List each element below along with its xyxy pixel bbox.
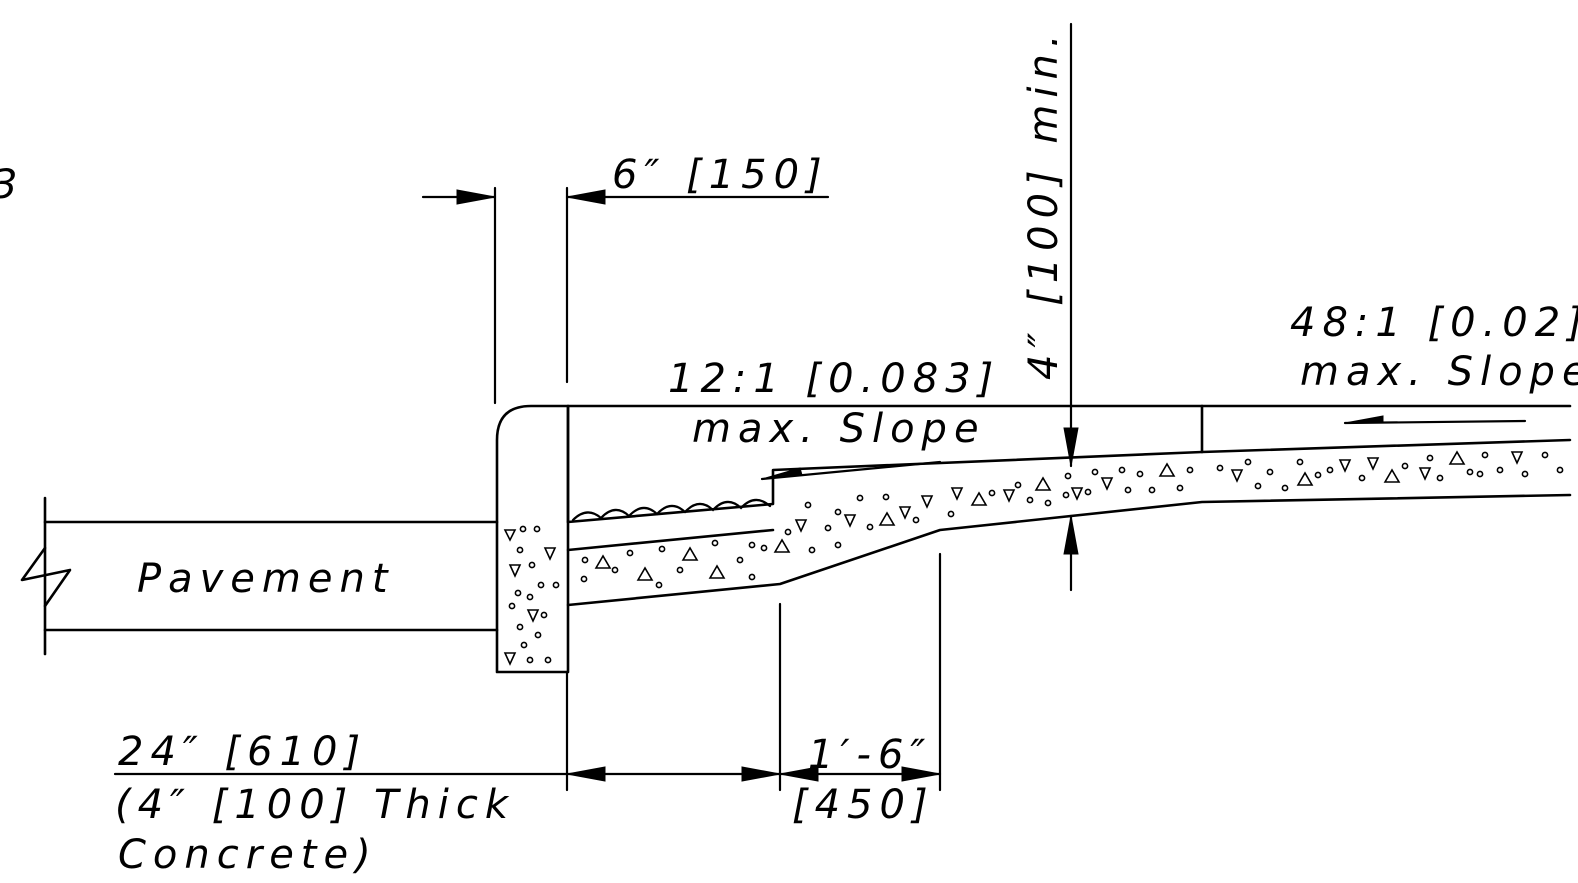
landing-slope-ratio-label: 48:1 [0.02] <box>1290 300 1578 346</box>
edge-fragment-label: 3 <box>0 162 24 208</box>
gutter-width-label: 24″ [610] <box>118 729 367 775</box>
thickness-dimension <box>1063 22 1079 592</box>
transition-length-mm-label: [450] <box>792 782 935 828</box>
bottom-dimensions <box>113 552 942 792</box>
concrete-aggregate-hatch <box>503 450 1564 666</box>
break-line-symbol <box>20 546 72 608</box>
thickness-label: 4″ [100] min. <box>1021 27 1067 380</box>
ramp-slope-arrow <box>760 460 942 481</box>
landing-slope-arrow <box>1343 415 1527 425</box>
curb-gutter <box>495 404 1204 674</box>
pavement-slab <box>20 496 499 656</box>
pavement-label: Pavement <box>137 556 395 602</box>
thickness-note-line1: (4″ [100] Thick <box>115 782 515 828</box>
transition-length-ft-label: 1′-6″ <box>808 732 932 778</box>
curb-width-label: 6″ [150] <box>612 152 829 198</box>
ramp-slope-ratio-label: 12:1 [0.083] <box>668 356 1000 402</box>
sidewalk-slab <box>566 404 1572 607</box>
detectable-warning-surface <box>571 498 772 522</box>
thickness-note-line2: Concrete) <box>118 832 378 878</box>
landing-slope-text-label: max. Slope <box>1300 349 1578 395</box>
curb-width-dimension <box>421 186 830 405</box>
ramp-slope-text-label: max. Slope <box>692 406 986 452</box>
